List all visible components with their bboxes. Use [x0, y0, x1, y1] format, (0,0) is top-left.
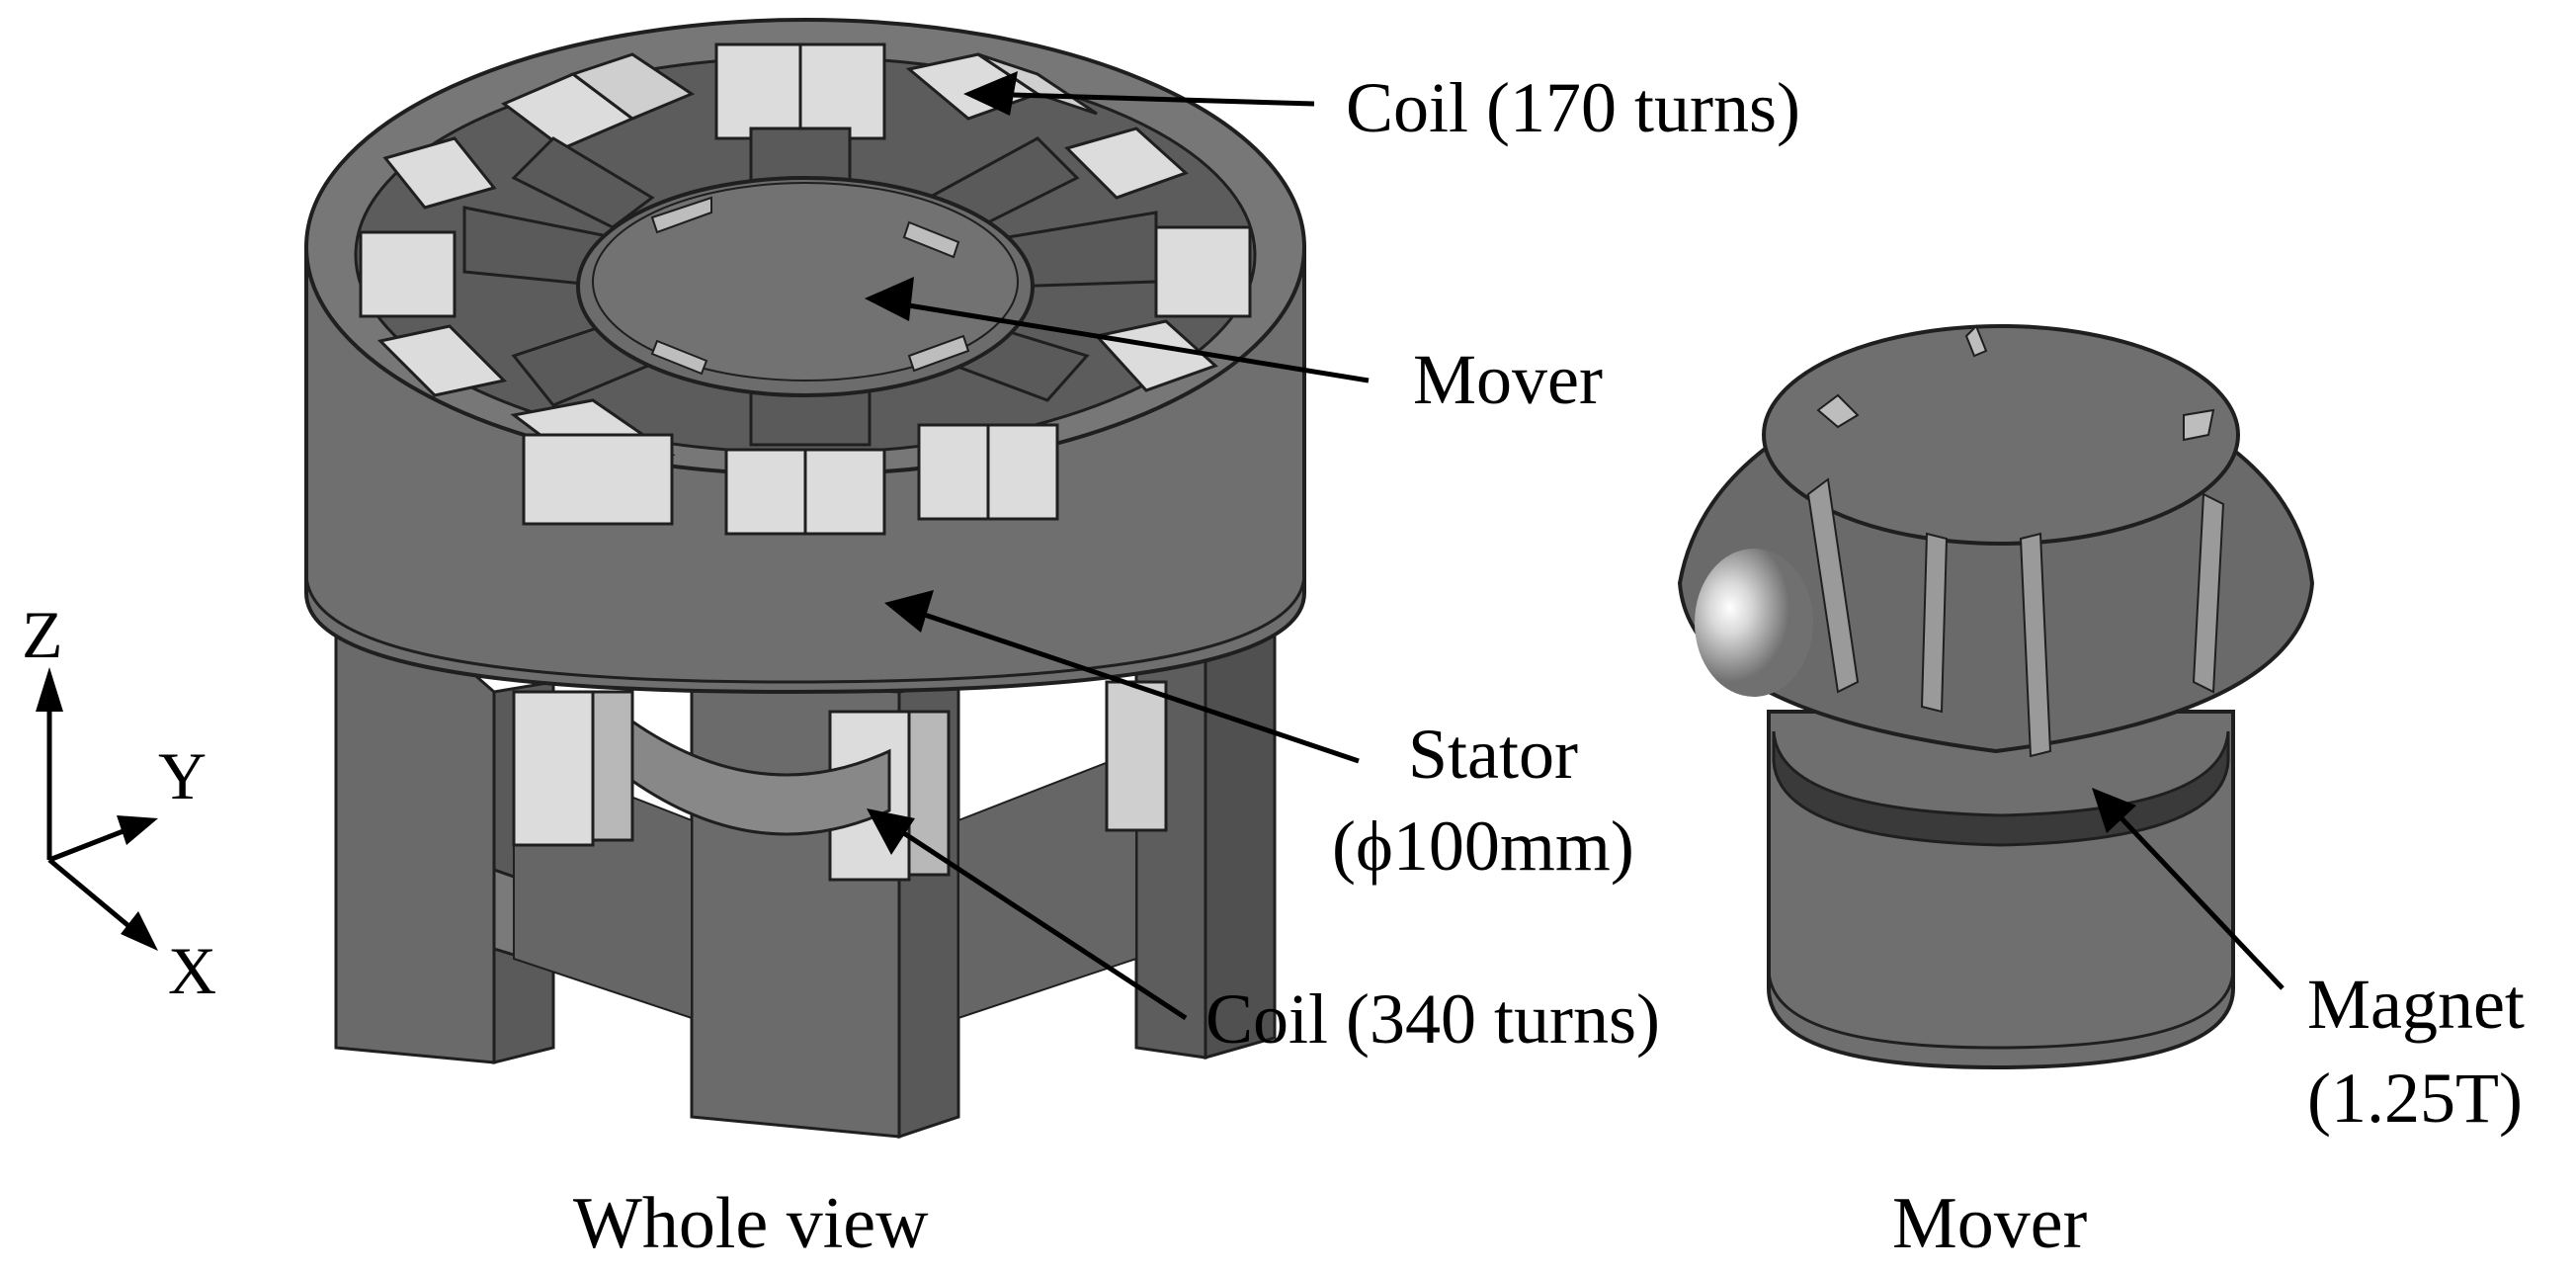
caption-mover: Mover — [1892, 1183, 2087, 1264]
lower-coils — [512, 680, 1168, 882]
upper-coils — [359, 42, 1252, 536]
arrow-stator — [903, 605, 1360, 764]
mover-model — [1677, 324, 2315, 1070]
callout-labels: Coil (170 turns) Mover Stator (ϕ100mm) C… — [1205, 68, 2525, 1138]
x-axis — [47, 858, 140, 936]
caption-whole-view: Whole view — [573, 1183, 929, 1264]
arrow-mover — [883, 298, 1370, 383]
y-axis-label: Y — [158, 738, 207, 813]
whole-view-model — [304, 18, 1306, 1140]
captions: Whole view Mover — [573, 1183, 2087, 1264]
label-coil-340: Coil (340 turns) — [1205, 979, 1660, 1059]
stator-teeth — [462, 127, 1158, 447]
label-magnet-strength: (1.25T) — [2307, 1059, 2523, 1138]
label-mover: Mover — [1413, 340, 1603, 419]
arrow-magnet — [2103, 799, 2285, 990]
x-axis-label: X — [168, 933, 216, 1008]
mover-in-stator — [576, 176, 1035, 397]
callout-arrows — [865, 71, 2285, 1021]
arrow-coil-340 — [882, 817, 1188, 1021]
label-magnet: Magnet — [2307, 965, 2525, 1044]
label-stator-diameter: (ϕ100mm) — [1332, 807, 1634, 886]
z-axis-label: Z — [22, 597, 63, 672]
coordinate-axes: Z Y X — [22, 597, 216, 1008]
arrow-coil-170 — [977, 91, 1315, 107]
label-coil-170: Coil (170 turns) — [1346, 68, 1800, 147]
label-stator: Stator — [1408, 715, 1578, 794]
